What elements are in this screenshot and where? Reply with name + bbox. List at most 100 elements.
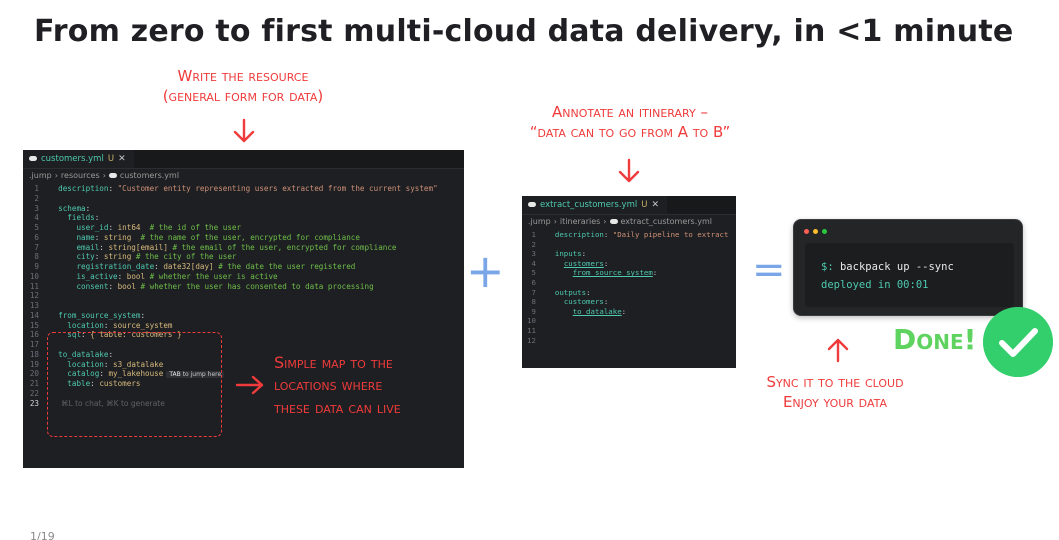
code-line: 3 schema: bbox=[23, 204, 464, 214]
yaml-value: { table: customers } bbox=[90, 330, 182, 340]
line-number: 3 bbox=[531, 249, 536, 259]
code-area[interactable]: 1 description: "Daily pipeline to extrac… bbox=[522, 228, 736, 345]
indent bbox=[49, 243, 76, 252]
tab-extract-customers-yml[interactable]: extract_customers.yml U ✕ bbox=[522, 196, 668, 214]
minimize-light-icon[interactable] bbox=[813, 229, 818, 234]
line-number: 21 bbox=[29, 379, 39, 388]
line-number: 12 bbox=[527, 335, 536, 345]
code-line: 5 user_id: int64 # the id of the user bbox=[23, 223, 464, 233]
yaml-key: city bbox=[76, 252, 95, 262]
breadcrumb-item[interactable]: resources bbox=[60, 171, 100, 180]
indent bbox=[49, 311, 58, 320]
reference-link[interactable]: customers bbox=[563, 258, 604, 268]
breadcrumb-item[interactable]: customers.yml bbox=[119, 171, 180, 180]
line-number: 18 bbox=[29, 349, 39, 359]
line-number: 8 bbox=[34, 252, 39, 262]
yaml-value: my_lakehouse bbox=[108, 369, 164, 379]
yaml-value: string[email] bbox=[108, 242, 168, 252]
close-icon[interactable]: ✕ bbox=[651, 199, 660, 210]
terminal-prompt: $: bbox=[821, 261, 834, 273]
tab-jump-hint: TAB to jump here bbox=[166, 371, 225, 379]
line-number: 12 bbox=[29, 291, 39, 301]
indent bbox=[49, 213, 67, 222]
yaml-key: schema bbox=[58, 203, 86, 213]
line-number: 4 bbox=[34, 213, 39, 223]
plus-operator: + bbox=[466, 244, 505, 298]
tab-customers-yml[interactable]: customers.yml U ✕ bbox=[23, 150, 134, 168]
down-arrow-icon bbox=[618, 158, 640, 183]
modified-badge: U bbox=[107, 153, 115, 164]
code-text: outputs: bbox=[546, 288, 591, 298]
page-number: 1/19 bbox=[30, 530, 55, 540]
chat-hint: ⌘L to chat, ⌘K to generate bbox=[61, 398, 165, 408]
down-arrow-icon bbox=[233, 118, 255, 143]
sync-line2: Enjoy your data bbox=[782, 393, 888, 412]
close-icon[interactable]: ✕ bbox=[118, 153, 126, 164]
indent bbox=[546, 249, 555, 258]
line-number: 16 bbox=[29, 330, 39, 340]
yaml-comment: # whether the user has consented to data… bbox=[135, 281, 374, 291]
yaml-key: name bbox=[76, 232, 95, 242]
yaml-value: "Daily pipeline to extract bbox=[612, 230, 729, 239]
right-arrow-icon bbox=[235, 375, 264, 395]
yaml-key: catalog bbox=[67, 369, 100, 379]
indent bbox=[49, 233, 76, 242]
yaml-value: string bbox=[103, 232, 132, 242]
done-label: Done! bbox=[893, 323, 977, 356]
yaml-value: customers bbox=[99, 379, 141, 388]
yaml-value: int64 bbox=[117, 223, 141, 232]
breadcrumb-item[interactable]: itineraries bbox=[559, 217, 601, 226]
code-text: location: source_system bbox=[49, 321, 172, 331]
annotate-line1: Annotate an itinerary – bbox=[552, 103, 708, 121]
yaml-key: email bbox=[76, 242, 100, 252]
reference-link[interactable]: from_source_system bbox=[572, 268, 653, 278]
yaml-comment: # the id of the user bbox=[140, 223, 242, 232]
yaml-file-icon bbox=[29, 156, 37, 161]
code-line: 11 consent: bool # whether the user has … bbox=[23, 282, 464, 292]
code-line: 12 bbox=[23, 291, 464, 301]
code-text: from_source_system: bbox=[49, 311, 150, 321]
code-line: 8 city: string # the city of the user bbox=[23, 252, 464, 262]
code-line: 14 from_source_system: bbox=[23, 311, 464, 321]
line-number: 6 bbox=[531, 277, 536, 287]
slide-title: From zero to first multi-cloud data deli… bbox=[34, 14, 1014, 49]
indent bbox=[49, 272, 76, 281]
maximize-light-icon[interactable] bbox=[822, 229, 827, 234]
breadcrumb-item[interactable]: extract_customers.yml bbox=[620, 217, 713, 226]
map-locations-note: Simple map to the locations where these … bbox=[274, 352, 464, 419]
code-text: consent: bool # whether the user has con… bbox=[49, 281, 374, 292]
indent bbox=[546, 288, 555, 297]
tab-label: customers.yml bbox=[41, 153, 104, 164]
reference-link[interactable]: to_datalake bbox=[572, 306, 622, 316]
code-line: 17 bbox=[23, 340, 464, 350]
line-number: 11 bbox=[29, 281, 39, 291]
editor-tab-bar: customers.yml U ✕ bbox=[23, 150, 464, 169]
editor-tab-bar: extract_customers.yml U ✕ bbox=[522, 196, 736, 215]
yaml-key: user_id bbox=[76, 223, 109, 232]
annotate-itinerary-note: Annotate an itinerary – “data can to go … bbox=[495, 102, 765, 143]
line-number: 7 bbox=[34, 242, 39, 252]
breadcrumb-item[interactable]: .jump bbox=[29, 171, 52, 180]
line-number: 14 bbox=[29, 310, 39, 320]
resource-editor[interactable]: customers.yml U ✕ .jump › resources › cu… bbox=[23, 150, 464, 468]
code-text: to_datalake: bbox=[49, 350, 118, 360]
code-area[interactable]: 1 description: "Customer entity represen… bbox=[23, 182, 464, 408]
line-number: 2 bbox=[34, 193, 39, 203]
yaml-value: date32[day] bbox=[163, 262, 214, 271]
up-arrow-icon bbox=[827, 338, 849, 363]
yaml-value: s3_datalake bbox=[113, 359, 164, 369]
map-line2: locations where bbox=[274, 375, 383, 395]
line-number: 13 bbox=[29, 301, 39, 310]
terminal-window: $: backpack up --sync deployed in 00:01 bbox=[793, 219, 1023, 316]
indent bbox=[49, 184, 58, 193]
breadcrumb-item[interactable]: .jump bbox=[528, 217, 551, 226]
code-line: 19 location: s3_datalake bbox=[23, 360, 464, 370]
code-line: 9 registration_date: date32[day] # the d… bbox=[23, 262, 464, 272]
close-light-icon[interactable] bbox=[804, 229, 809, 234]
code-line: 18 to_datalake: bbox=[23, 350, 464, 360]
indent bbox=[546, 297, 564, 306]
terminal-body[interactable]: $: backpack up --sync deployed in 00:01 bbox=[805, 243, 1014, 307]
code-line: 3 inputs: bbox=[522, 249, 736, 259]
itinerary-editor[interactable]: extract_customers.yml U ✕ .jump › itiner… bbox=[522, 196, 736, 368]
